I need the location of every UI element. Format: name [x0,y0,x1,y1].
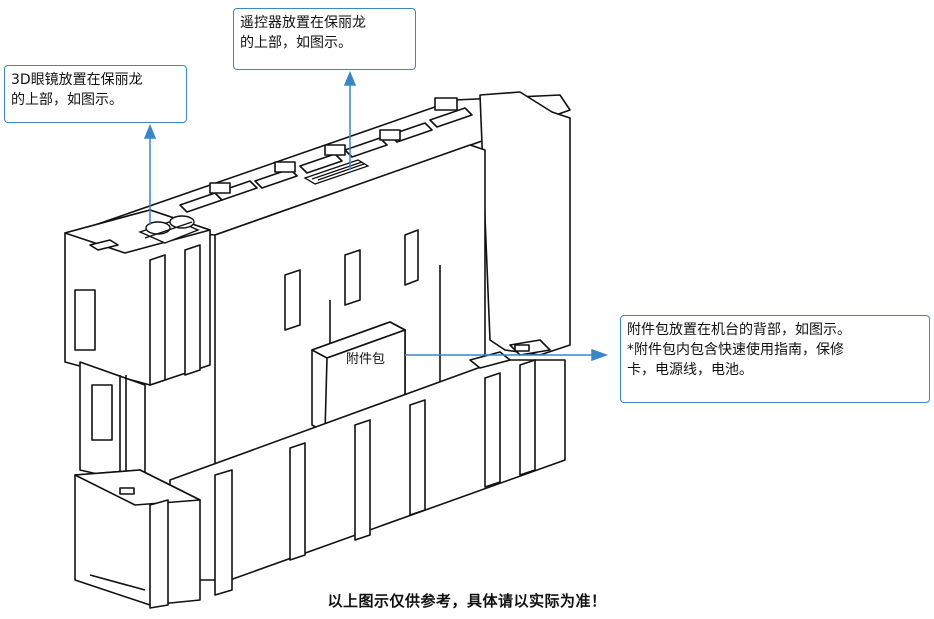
top-rail-slots [179,97,473,213]
3d-glasses-icon [138,215,200,244]
accessory-box-label: 附件包 [346,352,386,367]
right-back-post [479,91,571,356]
disclaimer-footnote: 以上图示仅供参考，具体请以实际为准！ [327,592,607,610]
remote-callout: 遥控器放置在保丽龙 的上部，如图示。 [233,8,416,70]
accessory-callout: 附件包放置在机台的背部，如图示。 *附件包内包含快速使用指南，保修 卡，电源线，… [620,315,930,403]
bottom-rail-ribs [214,339,551,596]
panel-pegs [284,229,441,420]
glasses-callout: 3D眼镜放置在保丽龙 的上部，如图示。 [4,65,187,123]
remote-control-icon [303,159,370,185]
